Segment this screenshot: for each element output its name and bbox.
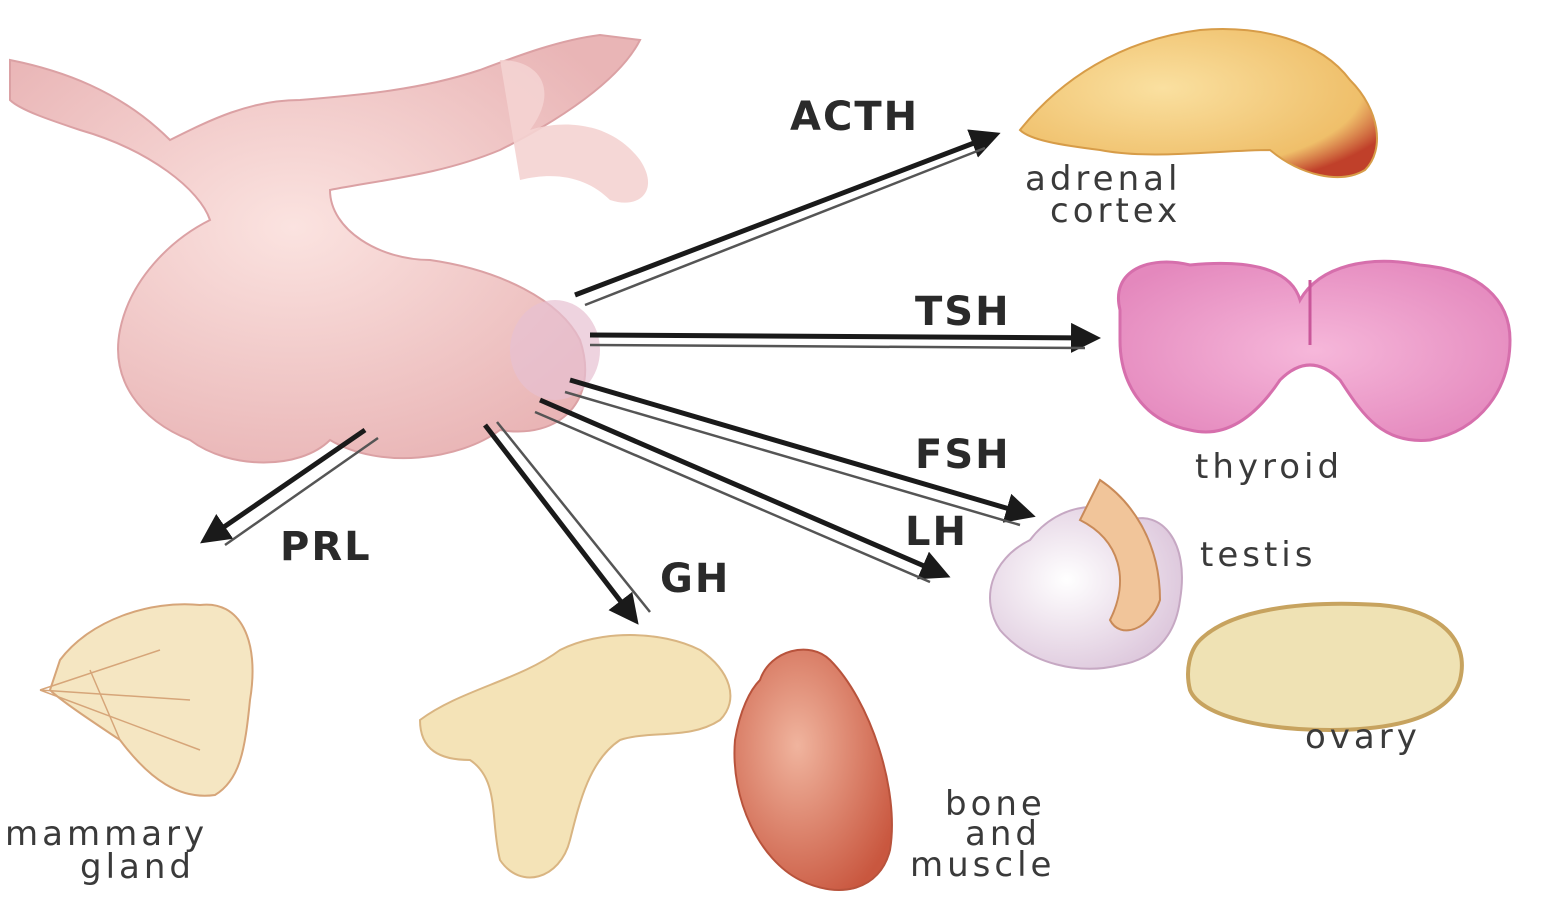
organ-label-ovary: ovary [1305,717,1421,757]
organ-label-adrenal-line2: cortex [1050,191,1181,231]
pituitary-gland [10,35,648,463]
arrow-tsh [590,335,1095,338]
mammary-gland-organ [40,604,253,796]
testis-organ [990,480,1182,669]
organ-label-thyroid: thyroid [1195,447,1343,487]
organ-label-mammary-line2: gland [80,847,195,887]
adrenal-cortex-organ [1020,29,1377,177]
organ-label-testis: testis [1200,535,1316,575]
ovary-organ [1188,604,1462,730]
thyroid-organ [1118,261,1510,440]
organ-label-bone-line3: muscle [910,845,1055,885]
hormone-label-acth: ACTH [790,94,919,140]
hormone-label-prl: PRL [280,524,372,570]
arrow-lh [540,400,945,575]
muscle-organ [734,650,891,890]
hormone-label-lh: LH [905,509,968,555]
bone-organ [420,635,730,877]
hormone-label-fsh: FSH [915,432,1011,478]
arrow-gh [485,425,635,620]
hormone-label-tsh: TSH [915,289,1011,335]
hormone-label-gh: GH [660,556,730,602]
